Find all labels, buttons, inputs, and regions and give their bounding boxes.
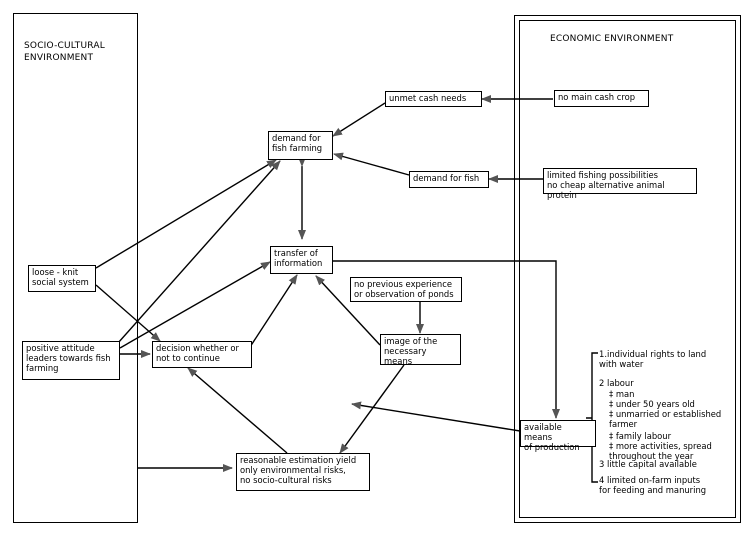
demand-for-fish-farming-box: demand for fish farming [268, 131, 333, 160]
loose-knit-box: loose - knit social system [28, 265, 96, 292]
means-item-land-rights: 1.individual rights to land with water [599, 349, 707, 369]
image-of-means-box: image of the necessary means [380, 334, 461, 366]
means-item-labour-status: ‡ unmarried or established farmer [609, 409, 722, 429]
means-list-brace [586, 352, 598, 483]
means-item-inputs: 4 limited on-farm inputs for feeding and… [599, 475, 707, 495]
socio-cultural-title: SOCIO-CULTURAL ENVIRONMENT [24, 41, 105, 63]
demand-for-fish-box: demand for fish [409, 171, 489, 188]
means-item-labour: 2 labour [599, 378, 634, 388]
arrow-demand-fish-to-farming [333, 152, 410, 176]
arrow-positive-to-demand [117, 160, 281, 344]
arrow-transfer-to-available [333, 260, 560, 419]
economic-panel [514, 15, 741, 523]
arrow-unmet-to-demand-farming [332, 102, 386, 137]
means-item-labour-age: ‡ under 50 years old [609, 399, 695, 409]
no-previous-experience-box: no previous experience or observation of… [350, 277, 462, 302]
available-means-box: available means of production [520, 420, 596, 452]
reasonable-estimation-box: reasonable estimation yield only environ… [236, 453, 370, 491]
economic-panel-inner-border [519, 20, 736, 518]
transfer-of-information-box: transfer of information [270, 246, 333, 274]
no-main-cash-crop-box: no main cash crop [554, 90, 649, 107]
socio-cultural-panel [13, 13, 138, 523]
unmet-cash-needs-box: unmet cash needs [385, 91, 482, 107]
arrow-available-to-image [351, 401, 521, 432]
positive-attitude-box: positive attitude leaders towards fish f… [22, 341, 120, 380]
means-item-family-labour: ‡ family labour [609, 431, 672, 441]
economic-title: ECONOMIC ENVIRONMENT [550, 34, 674, 44]
decision-box: decision whether or not to continue [152, 341, 252, 368]
arrow-image-to-estimation [339, 364, 405, 454]
arrow-image-to-transfer [315, 275, 381, 346]
arrow-decision-to-transfer [249, 274, 298, 348]
limited-fishing-box: limited fishing possibilities no cheap a… [543, 168, 697, 200]
means-item-labour-man: ‡ man [609, 389, 635, 399]
means-item-more-activities: ‡ more activities, spread throughout the… [609, 441, 712, 461]
arrow-estimation-to-decision [187, 367, 288, 454]
arrow-positive-to-transfer [119, 261, 271, 349]
arrow-loose-to-demand [95, 159, 277, 269]
means-item-capital: 3 little capital available [599, 459, 697, 469]
